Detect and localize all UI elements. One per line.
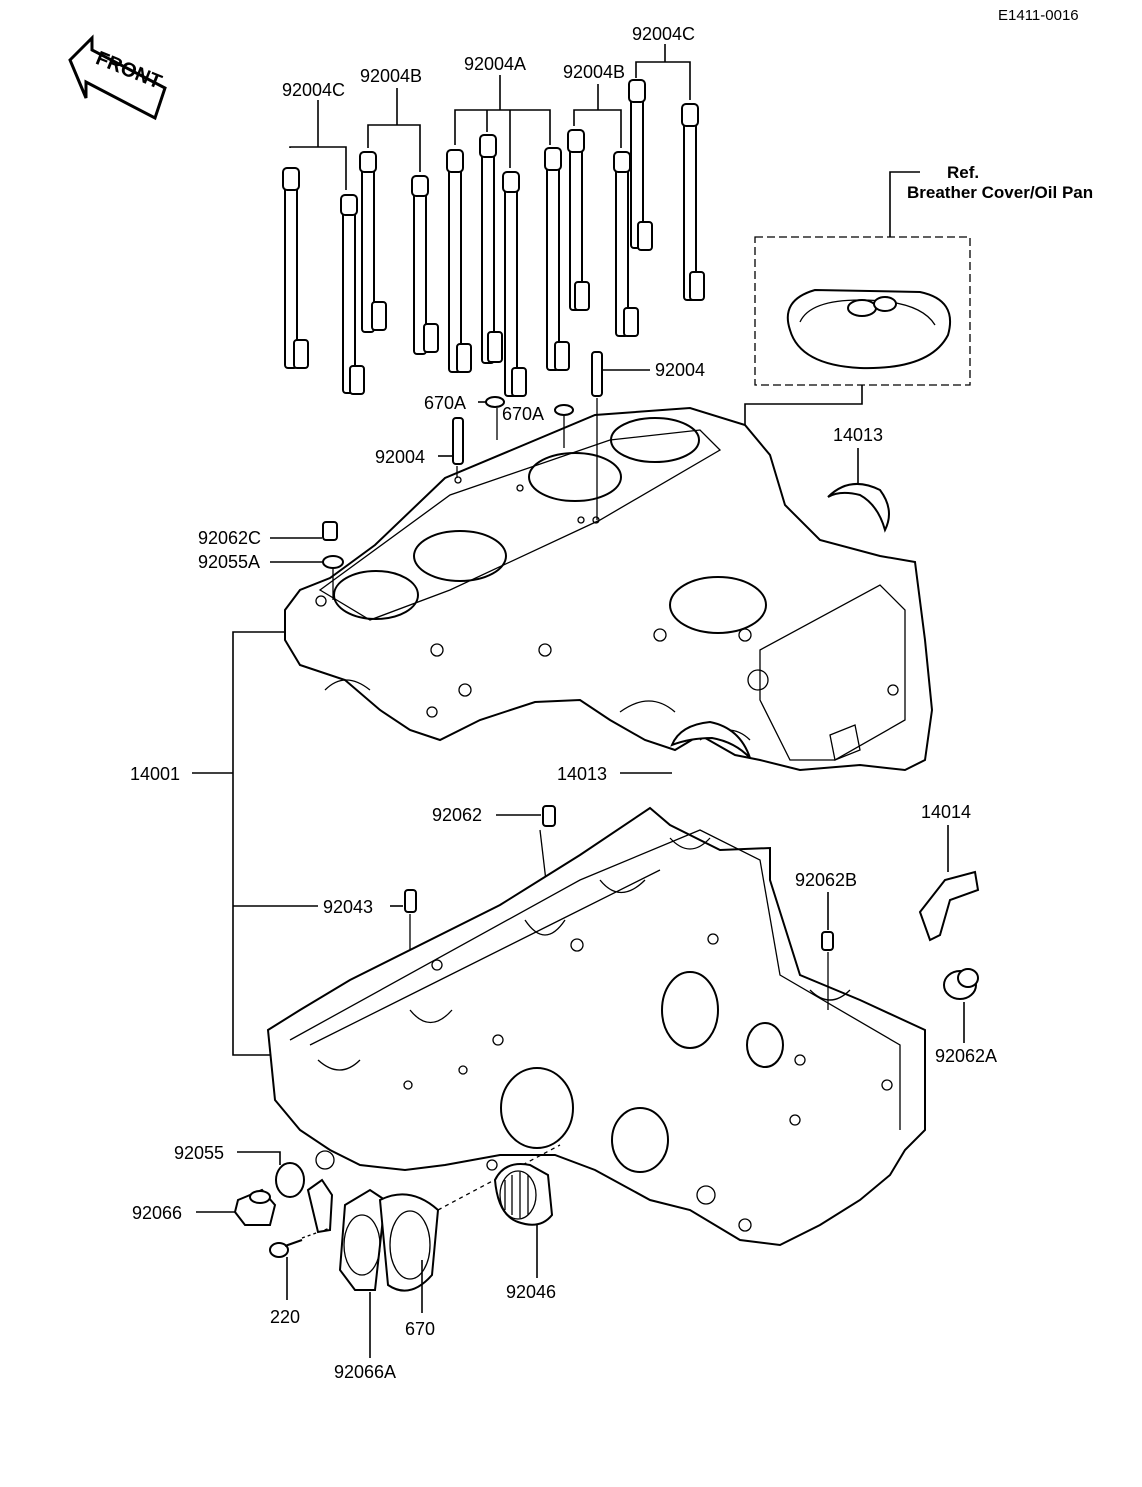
ref-title: Ref. — [947, 163, 979, 182]
label-washer: 92055 — [174, 1143, 224, 1163]
lower-crankcase — [266, 806, 926, 1247]
label-plug-a: 92062A — [935, 1046, 997, 1066]
front-arrow-icon: FRONT — [68, 34, 167, 121]
bearing-92046 — [493, 1163, 554, 1278]
stud-3 — [359, 151, 387, 333]
seal-housing-92066a — [338, 1144, 561, 1358]
stud-12 — [681, 103, 705, 301]
label-oring-right: 670A — [502, 404, 544, 424]
stud-6 — [479, 134, 503, 364]
label-shell-upper: 14013 — [833, 425, 883, 445]
label-shell-lower: 14013 — [557, 764, 607, 784]
stud-2 — [340, 194, 365, 395]
stud-4 — [411, 175, 439, 355]
label-seal-housing: 92066A — [334, 1362, 396, 1382]
stud-9 — [567, 129, 590, 311]
label-oring-left: 670A — [424, 393, 466, 413]
label-dowel: 92043 — [323, 897, 373, 917]
label-plug-c: 92062C — [198, 528, 261, 548]
stud-5 — [446, 149, 472, 373]
label-stud-b-left: 92004B — [360, 66, 422, 86]
breather-cover-ref — [744, 171, 971, 640]
stud-11 — [628, 79, 653, 251]
stud-8 — [544, 147, 570, 371]
long-studs — [282, 79, 705, 397]
short-stud-right — [591, 351, 650, 397]
upper-crankcase — [284, 406, 934, 772]
shell-upper — [827, 482, 890, 533]
label-stud-c-left: 92004C — [282, 80, 345, 100]
label-plug-mid: 92062 — [432, 805, 482, 825]
short-stud-left — [438, 417, 464, 465]
washer-92055 — [237, 1151, 305, 1198]
diagram-code: E1411-0016 — [998, 7, 1079, 24]
shell-lower — [670, 720, 751, 759]
label-bracket: 14014 — [921, 802, 971, 822]
label-plug-b: 92062B — [795, 870, 857, 890]
label-drain-bolt: 92066 — [132, 1203, 182, 1223]
drain-bolt-92066 — [196, 1188, 277, 1226]
plug-92062b — [821, 892, 834, 1010]
label-stud-a: 92004A — [464, 54, 526, 74]
screw-220 — [269, 1227, 331, 1300]
label-oring-670: 670 — [405, 1319, 435, 1339]
oring-670a-right — [554, 404, 574, 416]
label-screw: 220 — [270, 1307, 300, 1327]
label-stud-b-right: 92004B — [563, 62, 625, 82]
label-stud-c-right: 92004C — [632, 24, 695, 44]
stud-7 — [502, 171, 527, 397]
clamp-piece — [306, 1178, 334, 1234]
plug-92062c — [270, 521, 338, 541]
label-stud-short-left: 92004 — [375, 447, 425, 467]
label-crankcase: 14001 — [130, 764, 180, 784]
label-stud-short-right: 92004 — [655, 360, 705, 380]
washer-92055a — [322, 555, 344, 569]
label-bearing: 92046 — [506, 1282, 556, 1302]
label-washer-a: 92055A — [198, 552, 260, 572]
bracket-14014 — [918, 825, 980, 942]
stud-leader-lines — [289, 44, 691, 190]
stud-1 — [282, 167, 309, 369]
ref-subtitle: Breather Cover/Oil Pan — [907, 183, 1093, 202]
crankcase-bracket — [232, 631, 285, 1056]
stud-10 — [613, 151, 639, 337]
plug-92062a — [943, 968, 979, 1043]
